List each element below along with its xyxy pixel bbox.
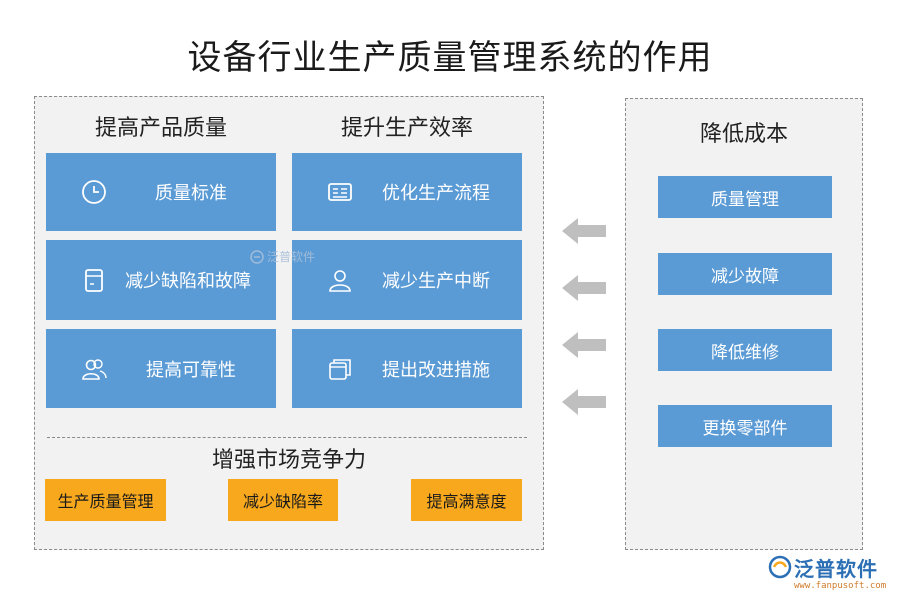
brand-logo: 泛普软件 www.fanpusoft.com (768, 553, 896, 597)
logo-brand-text: 泛普软件 (794, 557, 878, 581)
column-heading-efficiency: 提升生产效率 (340, 116, 473, 141)
watermark-text: 泛普软件 (267, 250, 316, 264)
orange-item-defect-rate: 减少缺陷率 (228, 479, 338, 521)
item-optimize-process: 优化生产流程 (292, 153, 522, 231)
document-icon (85, 269, 103, 292)
cost-item-quality-management: 质量管理 (658, 176, 832, 218)
clock-icon (82, 180, 106, 204)
cost-item-reduce-faults: 减少故障 (658, 253, 832, 295)
column-heading-cost: 降低成本 (699, 122, 788, 147)
item-label: 减少生产中断 (382, 271, 490, 292)
left-arrow-icon (562, 218, 606, 244)
section-heading-competitiveness: 增强市场竞争力 (211, 448, 366, 473)
item-quality-standard: 质量标准 (46, 153, 276, 231)
fanpu-logo-icon (250, 249, 264, 264)
orange-item-satisfaction: 提高满意度 (411, 479, 522, 521)
windows-icon (329, 358, 351, 380)
left-arrow-icon (562, 389, 606, 415)
cost-item-reduce-maintenance: 降低维修 (658, 329, 832, 371)
orange-item-production-quality: 生产质量管理 (45, 479, 166, 521)
left-arrow-icon (562, 332, 606, 358)
item-reduce-interruption: 减少生产中断 (292, 240, 522, 320)
user-icon (329, 270, 351, 292)
list-card-icon (328, 183, 352, 201)
watermark: 泛普软件 (250, 248, 315, 265)
page-title: 设备行业生产质量管理系统的作用 (187, 38, 713, 78)
cost-item-replace-parts: 更换零部件 (658, 405, 832, 447)
users-icon (82, 358, 107, 380)
logo-url-text: www.fanpusoft.com (794, 581, 887, 591)
section-divider (47, 437, 527, 438)
right-panel (625, 98, 863, 550)
item-label: 优化生产流程 (382, 183, 490, 204)
left-arrow-icon (562, 275, 606, 301)
item-improvement-measures: 提出改进措施 (292, 329, 522, 408)
item-label: 提出改进措施 (382, 359, 490, 381)
item-label: 减少缺陷和故障 (125, 271, 251, 292)
item-label: 质量标准 (155, 183, 227, 204)
column-heading-quality: 提高产品质量 (94, 116, 227, 141)
item-reduce-defects: 减少缺陷和故障 (46, 240, 276, 320)
fanpu-logo-icon (768, 555, 792, 579)
item-reliability: 提高可靠性 (46, 329, 276, 408)
item-label: 提高可靠性 (146, 359, 236, 381)
